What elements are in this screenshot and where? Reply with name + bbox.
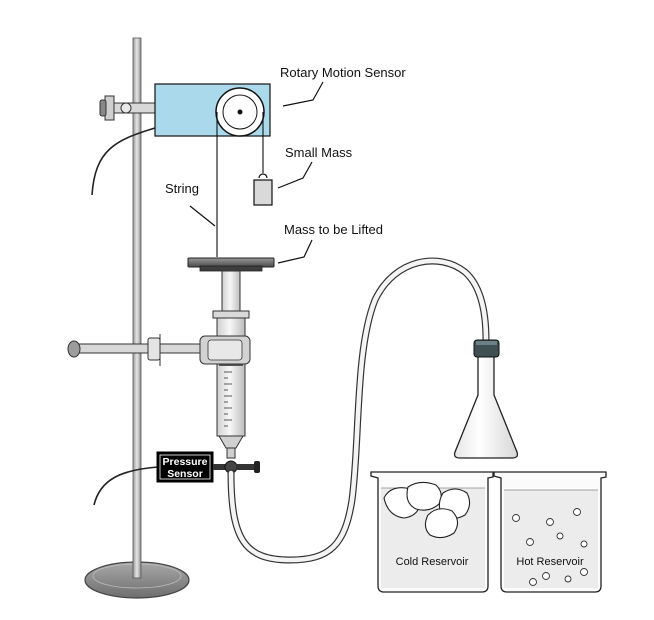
label-rotary-motion-sensor: Rotary Motion Sensor	[280, 65, 406, 80]
syringe-clamp	[67, 334, 251, 366]
erlenmeyer-flask	[453, 339, 519, 459]
rotary-motion-sensor	[154, 83, 271, 137]
stand-rod	[132, 37, 142, 579]
pressure-sensor-label-2: Sensor	[167, 468, 203, 480]
mass-plate	[187, 257, 275, 272]
upper-clamp	[99, 95, 157, 121]
pressure-sensor-label-1: Pressure	[163, 456, 208, 468]
stopcock-valve	[213, 460, 260, 474]
ring-stand	[84, 37, 190, 599]
pressure-sensor: Pressure Sensor	[156, 451, 214, 483]
rotary-sensor-cable	[91, 127, 156, 196]
pressure-sensor-cable	[93, 466, 159, 506]
label-small-mass: Small Mass	[285, 145, 353, 160]
label-string: String	[165, 181, 199, 196]
callout-lines	[189, 81, 324, 264]
cold-reservoir-beaker: Cold Reservoir	[370, 471, 494, 593]
bubbles	[512, 508, 588, 586]
hot-reservoir-beaker: Hot Reservoir	[493, 471, 607, 593]
label-mass-to-be-lifted: Mass to be Lifted	[284, 222, 383, 237]
small-mass	[253, 173, 273, 206]
pressure-sensor-box	[156, 451, 214, 483]
connecting-tube	[227, 257, 490, 564]
hot-reservoir-label: Hot Reservoir	[516, 556, 584, 568]
cold-reservoir-label: Cold Reservoir	[396, 556, 469, 568]
ice-cubes	[383, 481, 471, 539]
